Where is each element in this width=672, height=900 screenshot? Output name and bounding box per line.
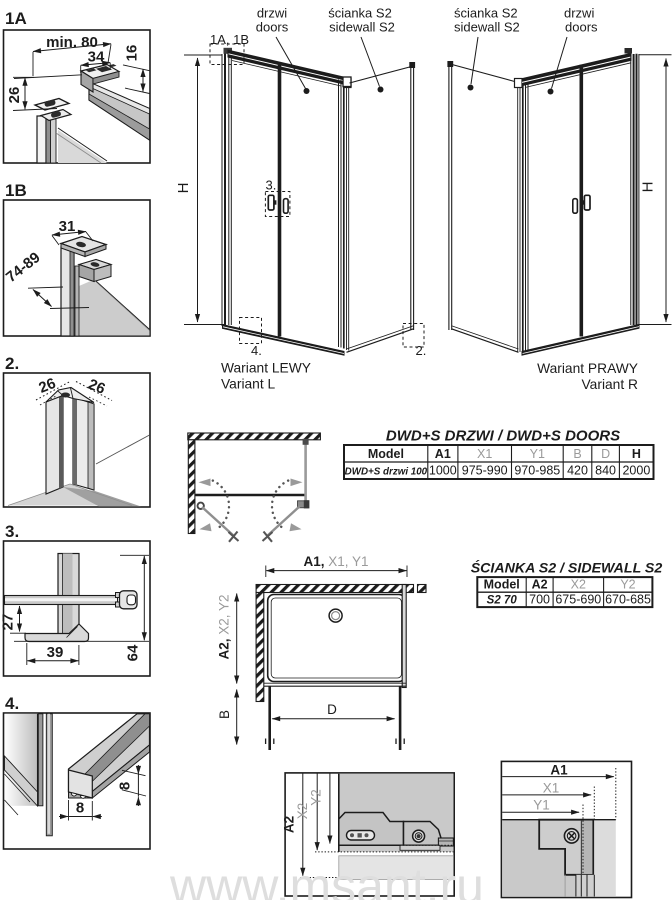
svg-text:3.: 3. [5, 522, 19, 541]
svg-text:Wariant PRAWY: Wariant PRAWY [537, 361, 638, 376]
svg-text:4.: 4. [5, 694, 19, 713]
svg-text:sidewall S2: sidewall S2 [329, 20, 395, 35]
svg-text:26: 26 [6, 87, 23, 104]
svg-text:X1: X1 [477, 447, 492, 461]
svg-text:Y2: Y2 [620, 578, 635, 592]
svg-text:B: B [573, 447, 581, 461]
svg-text:S2 70: S2 70 [487, 595, 518, 607]
svg-text:2.: 2. [5, 354, 19, 373]
svg-text:8: 8 [76, 800, 84, 817]
svg-text:A2, X2, Y2: A2, X2, Y2 [217, 594, 232, 659]
svg-text:A1: A1 [550, 762, 568, 777]
svg-text:A1: A1 [435, 447, 451, 461]
svg-text:2.: 2. [416, 343, 427, 358]
svg-text:975-990: 975-990 [462, 464, 508, 478]
svg-text:26: 26 [86, 376, 108, 398]
svg-text:A1, X1, Y1: A1, X1, Y1 [303, 554, 368, 569]
svg-text:3.: 3. [266, 177, 277, 192]
svg-text:B: B [217, 710, 232, 719]
svg-text:1000: 1000 [429, 464, 457, 478]
svg-text:27: 27 [0, 614, 17, 631]
svg-text:H: H [640, 182, 657, 193]
svg-text:16: 16 [124, 45, 141, 62]
svg-text:700: 700 [529, 593, 550, 607]
svg-text:Y2: Y2 [309, 789, 324, 806]
svg-text:2000: 2000 [622, 464, 650, 478]
svg-text:doors: doors [565, 20, 598, 35]
svg-text:H: H [632, 447, 641, 461]
svg-text:X2: X2 [295, 803, 310, 820]
svg-text:8: 8 [117, 782, 134, 790]
svg-text:Wariant LEWY: Wariant LEWY [221, 361, 311, 376]
svg-text:74-89: 74-89 [3, 249, 44, 286]
svg-text:1A, 1B: 1A, 1B [210, 32, 249, 47]
svg-text:4.: 4. [251, 343, 262, 358]
svg-text:970-985: 970-985 [514, 464, 560, 478]
svg-text:DWD+S DRZWI / DWD+S DOORS: DWD+S DRZWI / DWD+S DOORS [386, 428, 620, 445]
svg-text:675-690: 675-690 [555, 593, 601, 607]
svg-text:Y1: Y1 [533, 798, 550, 813]
svg-text:D: D [327, 702, 337, 717]
svg-text:H: H [175, 183, 192, 194]
svg-text:1B: 1B [5, 181, 27, 200]
svg-text:drzwi: drzwi [257, 6, 287, 21]
svg-text:drzwi: drzwi [564, 6, 594, 21]
svg-text:1A: 1A [5, 9, 27, 28]
svg-text:D: D [601, 447, 610, 461]
svg-text:Model: Model [484, 578, 520, 592]
svg-text:670-685: 670-685 [605, 593, 651, 607]
svg-text:sidewall S2: sidewall S2 [454, 20, 520, 35]
svg-text:X2: X2 [571, 578, 586, 592]
svg-text:Y1: Y1 [530, 447, 545, 461]
svg-text:64: 64 [125, 644, 142, 661]
svg-text:Variant L: Variant L [221, 377, 276, 392]
svg-text:ścianka S2: ścianka S2 [454, 6, 518, 21]
svg-text:X1: X1 [543, 780, 560, 795]
svg-text:Variant R: Variant R [582, 377, 639, 392]
svg-text:420: 420 [567, 464, 588, 478]
svg-text:A2: A2 [282, 816, 297, 833]
svg-text:39: 39 [47, 644, 64, 661]
svg-text:DWD+S drzwi 100: DWD+S drzwi 100 [345, 467, 428, 478]
svg-text:ścianka S2: ścianka S2 [328, 6, 392, 21]
svg-text:A2: A2 [532, 578, 548, 592]
svg-text:Model: Model [368, 447, 404, 461]
svg-text:doors: doors [256, 20, 289, 35]
svg-text:ŚCIANKA S2 / SIDEWALL S2: ŚCIANKA S2 / SIDEWALL S2 [471, 559, 663, 577]
svg-text:26: 26 [36, 375, 58, 397]
svg-text:840: 840 [595, 464, 616, 478]
svg-text:www.msant.ru: www.msant.ru [169, 858, 484, 900]
